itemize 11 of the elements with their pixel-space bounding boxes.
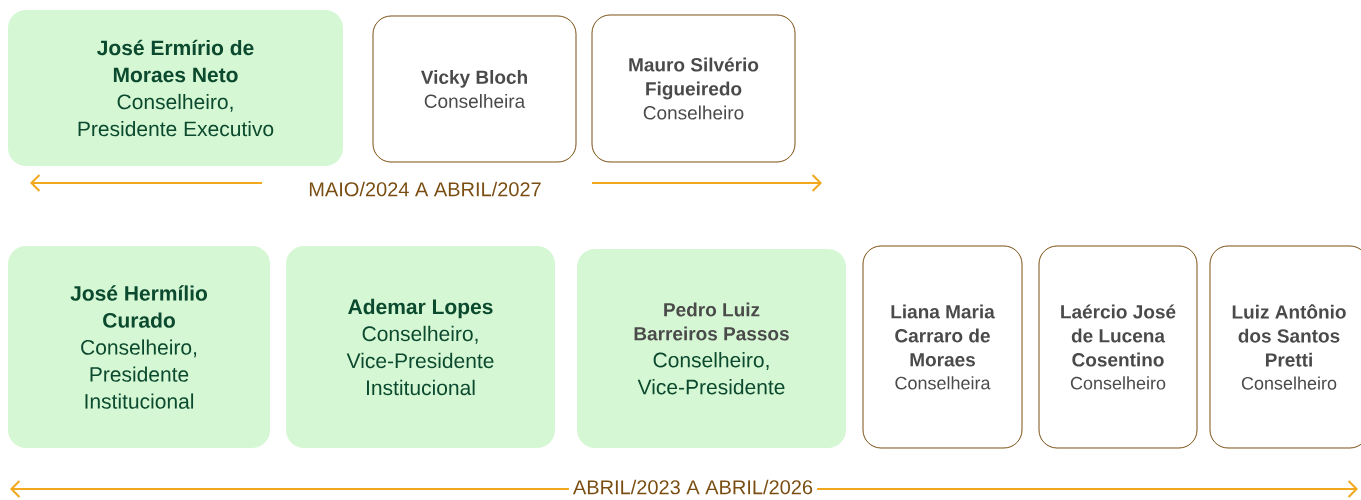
- period-label: ABRIL/2023 A ABRIL/2026: [568, 478, 818, 496]
- board-member-card: Pedro Luiz Barreiros Passos Conselheiro, Vice-Presidente: [577, 249, 846, 448]
- board-member-card: José Ermírio de Moraes Neto Conselheiro, Presidente Executivo: [8, 10, 343, 166]
- board-member-card: José Hermílio Curado Conselheiro, Presidente Institucional: [8, 246, 270, 448]
- board-member-card: Luiz Antônio dos Santos Pretti Conselheiro: [1209, 245, 1361, 449]
- board-member-card: Mauro Silvério Figueiredo Conselheiro: [591, 14, 796, 163]
- board-member-card: Liana Maria Carraro de Moraes Conselheira: [862, 245, 1023, 449]
- board-member-card: Ademar Lopes Conselheiro, Vice-Presidente Institucional: [286, 246, 555, 448]
- period-label: MAIO/2024 A ABRIL/2027: [304, 180, 546, 198]
- board-member-card: Vicky Bloch Conselheira: [372, 15, 577, 163]
- board-member-card: Laércio José de Lucena Cosentino Conselheiro: [1038, 245, 1198, 449]
